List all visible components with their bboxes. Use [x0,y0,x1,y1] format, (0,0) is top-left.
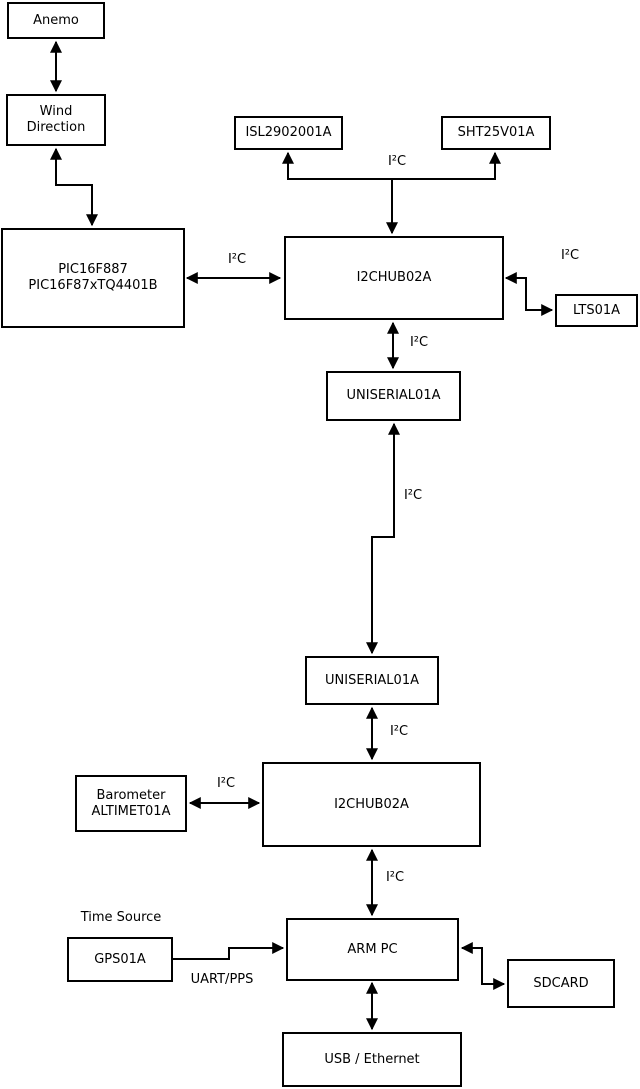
node-pic16f887-line2: PIC16F87xTQ4401B [28,278,158,293]
node-arm-pc-label: ARM PC [347,941,398,957]
node-gps01a-label: GPS01A [94,951,146,967]
time-source-label: Time Source [80,910,162,925]
node-barometer-altimet01a: Barometer ALTIMET01A [75,775,187,832]
node-uniserial01a-upper-label: UNISERIAL01A [346,388,441,403]
node-isl2902001a-label: ISL2902001A [245,125,332,140]
edge-label-i2c-pic-hub: I²C [227,252,247,267]
node-sdcard-label: SDCARD [533,975,589,991]
edge-wind-pic [50,147,98,227]
node-wind-direction-line2: Direction [26,120,86,135]
node-pic16f887-line1: PIC16F887 [58,262,128,277]
edge-label-i2c-longline: I²C [403,488,423,503]
node-usb-ethernet: USB / Ethernet [282,1032,462,1087]
node-pic16f887: PIC16F887 PIC16F87xTQ4401B [1,228,185,328]
node-arm-pc: ARM PC [286,918,459,981]
node-lts01a-label: LTS01A [572,302,621,318]
edge-hub-lts [504,272,554,316]
node-uniserial01a-lower: UNISERIAL01A [305,656,439,705]
edge-label-i2c-hub-armpc: I²C [385,870,405,885]
node-sdcard: SDCARD [507,959,615,1008]
edge-armpc-sdcard [460,942,506,990]
edge-gps-armpc [173,942,285,960]
node-uniserial01a-upper: UNISERIAL01A [326,371,461,421]
node-wind-direction: Wind Direction [6,94,106,146]
edge-label-i2c-barometer-hub: I²C [216,776,236,791]
node-isl2902001a: ISL2902001A [234,116,343,150]
node-lts01a: LTS01A [555,294,638,327]
edge-label-i2c-tee: I²C [387,154,407,169]
node-sht25v01a-label: SHT25V01A [457,125,535,140]
edge-label-i2c-hub-uniserial: I²C [409,335,429,350]
node-barometer-line2: ALTIMET01A [91,803,171,819]
node-gps01a: GPS01A [67,937,173,982]
node-anemo: Anemo [7,2,105,39]
edge-uniserial-uniserial [366,422,400,655]
node-barometer-line1: Barometer [96,787,166,803]
node-i2chub02a-lower: I2CHUB02A [262,762,481,847]
node-wind-direction-line1: Wind [39,104,73,119]
node-i2chub02a-upper: I2CHUB02A [284,236,504,320]
node-anemo-label: Anemo [33,12,79,28]
uart-pps-label: UART/PPS [190,972,254,987]
node-i2chub02a-lower-label: I2CHUB02A [334,796,409,812]
node-sht25v01a: SHT25V01A [441,116,551,150]
node-usb-ethernet-label: USB / Ethernet [324,1051,420,1067]
node-uniserial01a-lower-label: UNISERIAL01A [325,672,419,688]
node-i2chub02a-upper-label: I2CHUB02A [356,270,432,285]
edge-label-i2c-uniserial-hub: I²C [389,724,409,739]
edge-label-i2c-hub-lts: I²C [560,248,580,263]
